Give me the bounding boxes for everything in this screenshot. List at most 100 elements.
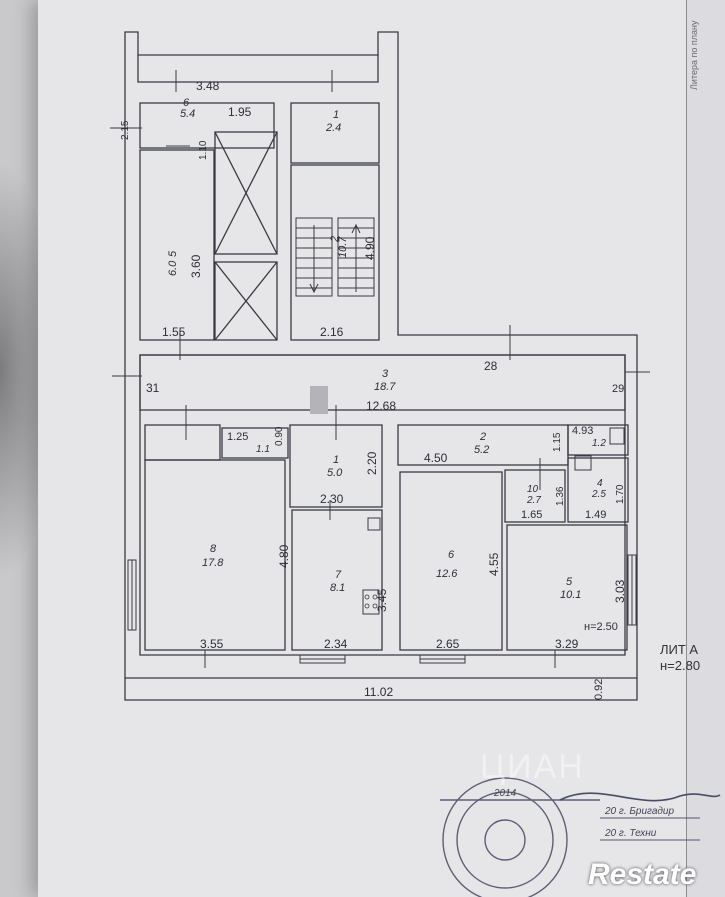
- corridor-3: [139, 354, 626, 411]
- local-height: н=2.50: [584, 621, 618, 633]
- stamp-year: 2014: [494, 788, 517, 799]
- corridor-number: 3: [382, 368, 389, 380]
- outer-wall-inner: [137, 55, 379, 83]
- dim-3-55: 3.55: [200, 637, 224, 651]
- room-6-left-area: 5.4: [180, 108, 195, 120]
- side-stripe: Литера по плану: [686, 0, 725, 897]
- stair-room-2: [290, 164, 380, 341]
- room-9: [221, 427, 289, 459]
- dimension-ticks: [110, 70, 650, 668]
- room-9-area: 1.1: [256, 444, 270, 455]
- room-11: [567, 424, 629, 456]
- room-6-right: [399, 471, 503, 651]
- stair-flights: [295, 217, 375, 297]
- room-8-area: 17.8: [202, 557, 224, 569]
- stamp-line-2-text: 20 г. Техни: [605, 828, 657, 839]
- stove-icon: [362, 589, 380, 615]
- dim-3-29: 3.29: [555, 637, 579, 651]
- dim-2-30: 2.30: [320, 492, 344, 506]
- room-hall-left: [144, 424, 221, 461]
- dim-4-80: 4.80: [277, 544, 291, 568]
- dim-3-45: 3.45: [375, 588, 389, 612]
- lit-label: ЛИТ А н=2.80: [660, 642, 700, 674]
- bath-icon: [574, 455, 592, 471]
- dim-2-20: 2.20: [365, 451, 379, 475]
- room-7-area: 8.1: [330, 582, 345, 594]
- dim-1-25: 1.25: [227, 431, 248, 443]
- dim-31: 31: [146, 381, 160, 395]
- dim-4-55: 4.55: [487, 552, 501, 576]
- room-5-right: [506, 524, 628, 651]
- restate-logo: Restate: [588, 858, 697, 891]
- room-4-area: 2.5: [591, 489, 606, 500]
- toilet-icon: [609, 427, 625, 445]
- room-10: [504, 469, 566, 523]
- room-6-right-area: 12.6: [436, 568, 458, 580]
- room-8-number: 8: [210, 543, 217, 555]
- sink-icon: [367, 517, 381, 531]
- room-5-left: [139, 149, 215, 341]
- room-2-right-area: 5.2: [474, 444, 489, 456]
- room-11-area: 1.2: [592, 438, 606, 449]
- dim-12-68: 12.68: [366, 399, 396, 413]
- dim-2-65: 2.65: [436, 637, 460, 651]
- room-1-number: 1: [333, 454, 339, 466]
- blurred-marker: [310, 386, 328, 414]
- official-stamp: [440, 777, 600, 897]
- bottom-wall: [124, 678, 638, 701]
- dim-2-16: 2.16: [320, 325, 344, 339]
- stair-room-2-area: 10.7: [337, 236, 349, 258]
- dim-1-49: 1.49: [585, 509, 606, 521]
- corridor-area: 18.7: [374, 381, 396, 393]
- stamp-line-1-text: 20 г. Бригадир: [605, 806, 675, 817]
- lit-title: ЛИТ А: [660, 642, 699, 657]
- dim-3-48: 3.48: [196, 79, 220, 93]
- dim-0-92: 0.92: [593, 679, 605, 700]
- dim-4-93: 4.93: [572, 425, 593, 437]
- dim-3-60: 3.60: [189, 254, 203, 278]
- signature: [559, 792, 721, 802]
- dim-3-03: 3.03: [613, 579, 627, 603]
- room-7: [291, 509, 383, 651]
- lit-height: н=2.80: [660, 658, 701, 673]
- dim-11-02: 11.02: [364, 685, 393, 699]
- room-4-number: 4: [597, 478, 603, 489]
- cian-watermark: ЦИАН: [480, 748, 585, 786]
- dim-1-10: 1.10: [198, 140, 209, 160]
- room-5-right-area: 10.1: [560, 589, 581, 601]
- room-10-area: 2.7: [526, 495, 541, 506]
- lift-2: [214, 261, 278, 341]
- dim-1-55: 1.55: [162, 325, 186, 339]
- room-1-area: 5.0: [327, 467, 343, 479]
- dim-28: 28: [484, 359, 498, 373]
- stair-room-1: [290, 102, 380, 164]
- room-4: [567, 457, 629, 523]
- dim-2-15: 2.15: [120, 120, 131, 140]
- room-5-right-number: 5: [566, 576, 573, 588]
- stair-room-2-number: 2: [329, 236, 341, 243]
- dim-1-70: 1.70: [615, 484, 626, 504]
- lift-1: [214, 131, 278, 255]
- room-5-left-number: 5: [167, 250, 179, 257]
- room-7-number: 7: [335, 569, 342, 581]
- dim-1-36: 1.36: [555, 486, 566, 506]
- dim-4-90: 4.90: [363, 236, 377, 260]
- room-5-left-area: 6.0: [167, 260, 179, 276]
- lift-1-cross-b: [214, 131, 278, 255]
- dim-29: 29: [612, 383, 624, 395]
- windows: [127, 554, 637, 664]
- room-6-right-number: 6: [448, 549, 455, 561]
- dim-1-65: 1.65: [521, 509, 542, 521]
- lift-2-cross-b: [214, 261, 278, 341]
- room-6-left-number: 6: [183, 97, 190, 109]
- room-10-number: 10: [527, 484, 539, 495]
- dim-1-15: 1.15: [552, 432, 563, 452]
- room-8: [144, 459, 286, 651]
- dim-1-95: 1.95: [228, 105, 252, 119]
- room-6-left: [139, 102, 275, 149]
- stair-room-1-number: 1: [333, 109, 339, 121]
- dim-2-34: 2.34: [324, 637, 348, 651]
- outer-wall-outer: [124, 31, 638, 679]
- stair-room-1-area: 2.4: [325, 122, 341, 134]
